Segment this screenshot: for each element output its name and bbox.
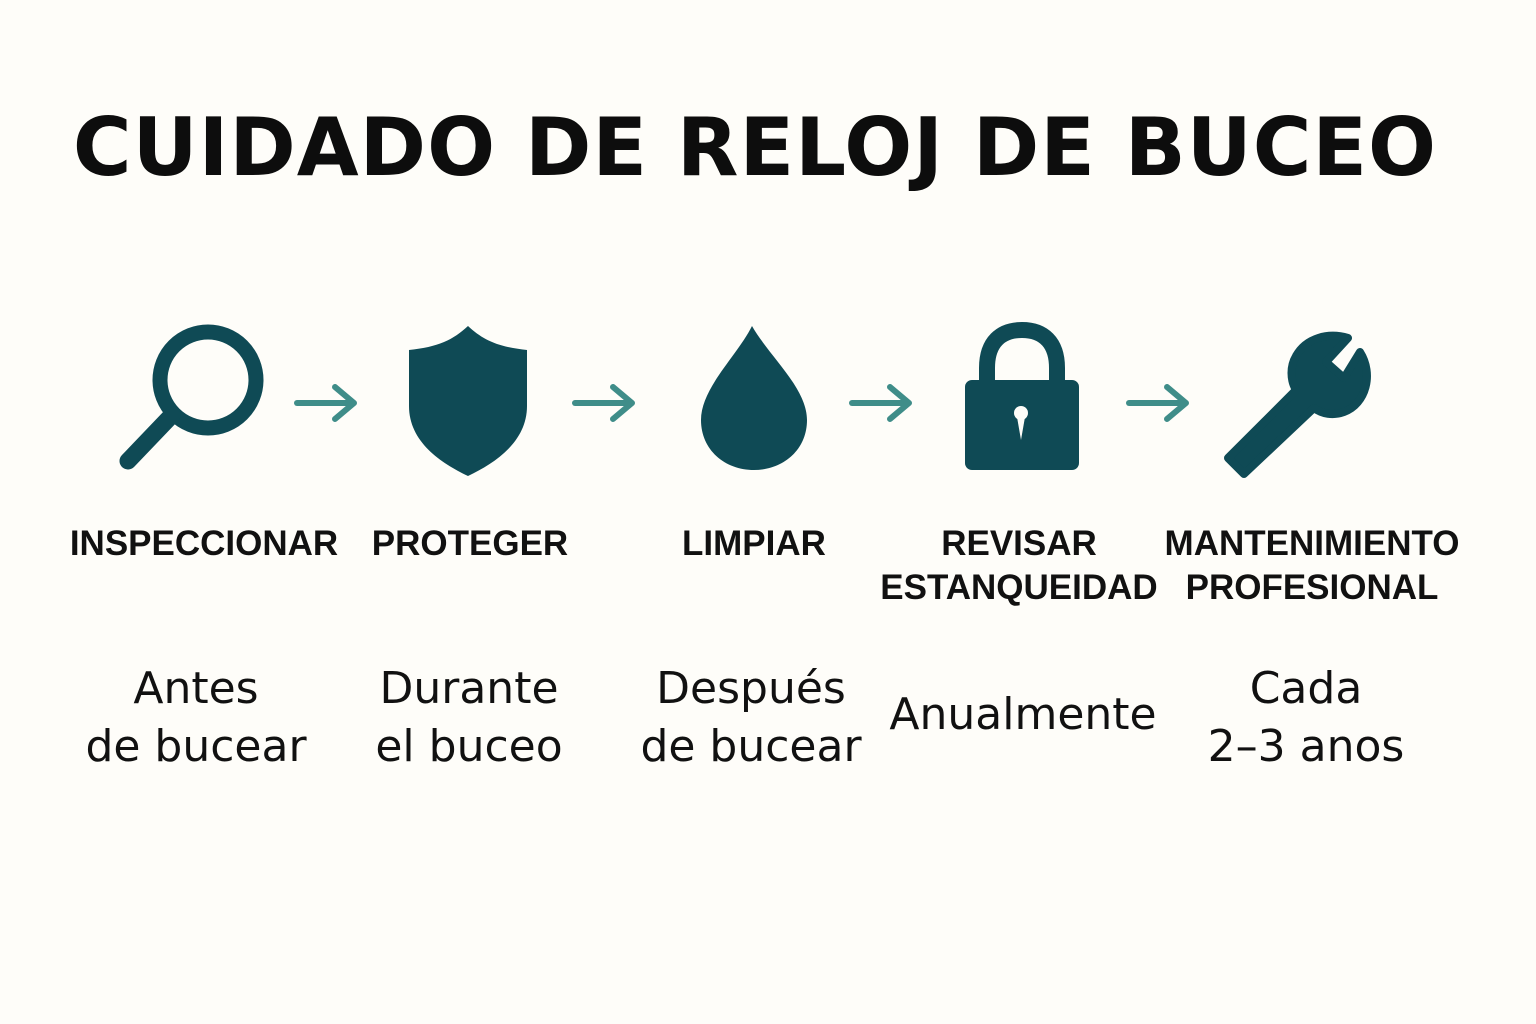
step-timing-revisar-estanqueidad: Anualmente xyxy=(863,686,1183,744)
step-label-inspeccionar: INSPECCIONAR xyxy=(44,522,364,566)
step-label-mantenimiento-profesional: MANTENIMIENTO PROFESIONAL xyxy=(1152,522,1472,610)
step-label-proteger: PROTEGER xyxy=(310,522,630,566)
step-label-limpiar: LIMPIAR xyxy=(594,522,914,566)
step-timing-line: Durante xyxy=(379,663,559,714)
step-label-line: PROTEGER xyxy=(371,524,569,563)
magnifier-icon xyxy=(106,318,276,488)
step-timing-proteger: Durante el buceo xyxy=(309,660,629,776)
arrow-right-icon xyxy=(1124,380,1194,426)
arrow-right-icon xyxy=(570,380,640,426)
step-label-line: PROFESIONAL xyxy=(1185,568,1439,607)
water-drop-icon xyxy=(669,318,839,488)
step-timing-line: 2–3 anos xyxy=(1207,721,1405,772)
step-timing-inspeccionar: Antes de bucear xyxy=(36,660,356,776)
arrow-right-icon xyxy=(847,380,917,426)
wrench-icon xyxy=(1214,318,1384,488)
step-timing-line: Antes xyxy=(133,663,259,714)
step-timing-line: el buceo xyxy=(375,721,563,772)
step-label-line: LIMPIAR xyxy=(682,524,826,563)
step-timing-line: Anualmente xyxy=(889,689,1157,740)
step-timing-line: Cada xyxy=(1249,663,1363,714)
step-timing-line: de bucear xyxy=(640,721,862,772)
page-title: CUIDADO DE RELOJ DE BUCEO xyxy=(72,101,1438,194)
step-timing-limpiar: Después de bucear xyxy=(591,660,911,776)
step-timing-line: de bucear xyxy=(85,721,307,772)
shield-icon xyxy=(383,318,553,488)
step-label-revisar-estanqueidad: REVISAR ESTANQUEIDAD xyxy=(859,522,1179,610)
step-label-line: INSPECCIONAR xyxy=(69,524,339,563)
arrow-right-icon xyxy=(292,380,362,426)
step-label-line: MANTENIMIENTO xyxy=(1164,524,1460,563)
step-label-line: REVISAR xyxy=(941,524,1097,563)
step-label-line: ESTANQUEIDAD xyxy=(880,568,1158,607)
padlock-icon xyxy=(937,318,1107,488)
step-timing-mantenimiento-profesional: Cada 2–3 anos xyxy=(1146,660,1466,776)
step-timing-line: Después xyxy=(656,663,846,714)
